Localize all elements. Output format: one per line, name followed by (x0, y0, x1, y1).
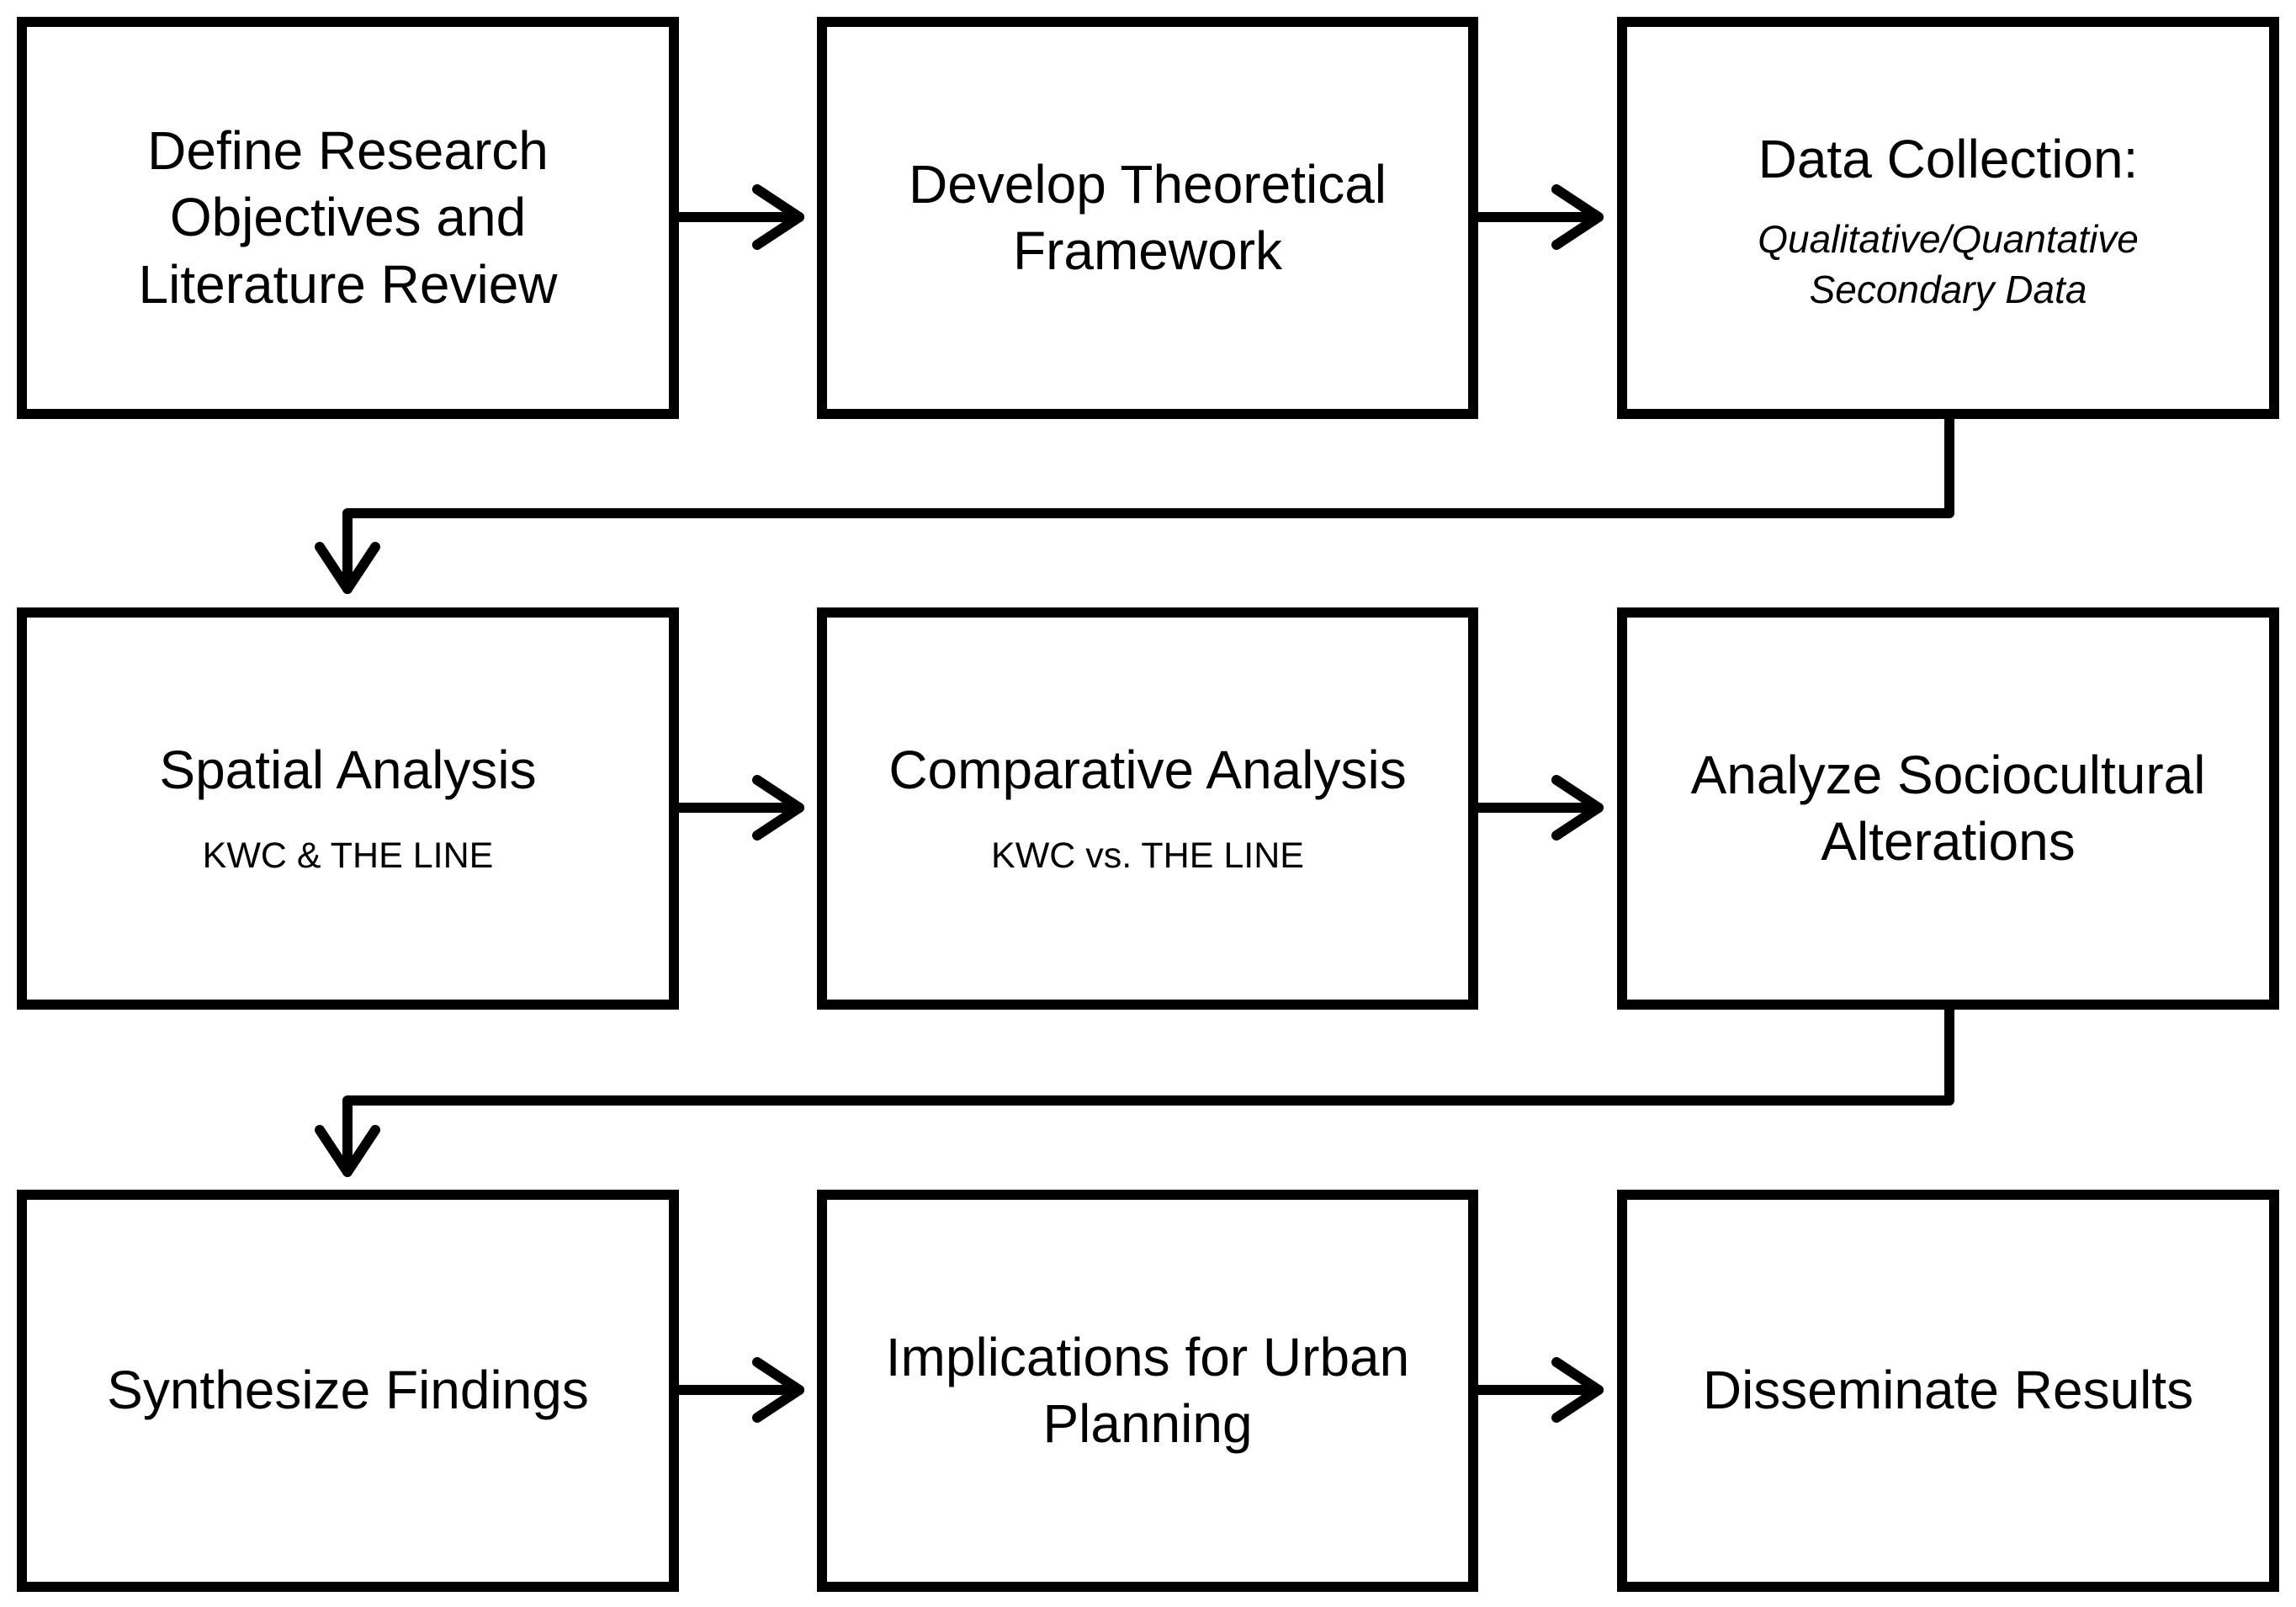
step-title: Define Research Objectives and Literatur… (138, 119, 558, 315)
step-disseminate-results: Disseminate Results (1617, 1190, 2279, 1592)
step-subtitle: KWC & THE LINE (202, 835, 494, 876)
step-implications-for-urban-planning: Implications for Urban Planning (817, 1190, 1478, 1592)
arrow-synthesize-to-implications (672, 1357, 804, 1423)
arrow-comparative-to-sociocultural (1471, 775, 1604, 841)
step-title: Develop Theoretical Framework (908, 153, 1387, 281)
arrow-sociocultural-to-synthesize (315, 1003, 1954, 1177)
arrow-implications-to-disseminate (1471, 1357, 1604, 1423)
step-analyze-sociocultural-alterations: Analyze Sociocultural Alterations (1617, 607, 2279, 1010)
step-subtitle: KWC vs. THE LINE (991, 835, 1304, 876)
subtitle-line: Qualitative/Quantative (1758, 217, 2139, 262)
step-subtitle: Qualitative/Quantative Secondary Data (1758, 215, 2139, 316)
step-define-research-objectives: Define Research Objectives and Literatur… (17, 17, 679, 419)
arrow-framework-to-data (1471, 184, 1604, 250)
step-title: Data Collection: (1758, 129, 2139, 189)
arrow-define-to-framework (672, 184, 804, 250)
arrow-spatial-to-comparative (672, 775, 804, 841)
step-title: Analyze Sociocultural Alterations (1690, 744, 2206, 872)
step-data-collection: Data Collection: Qualitative/Quantative … (1617, 17, 2279, 419)
step-spatial-analysis: Spatial Analysis KWC & THE LINE (17, 607, 679, 1010)
step-title: Implications for Urban Planning (885, 1326, 1410, 1454)
step-title: Disseminate Results (1702, 1360, 2194, 1421)
step-synthesize-findings: Synthesize Findings (17, 1190, 679, 1592)
step-develop-theoretical-framework: Develop Theoretical Framework (817, 17, 1478, 419)
step-title: Synthesize Findings (107, 1360, 589, 1421)
step-comparative-analysis: Comparative Analysis KWC vs. THE LINE (817, 607, 1478, 1010)
subtitle-line: Secondary Data (1809, 268, 2087, 312)
step-title: Comparative Analysis (888, 740, 1407, 801)
arrow-data-to-spatial (315, 414, 1954, 594)
step-title: Spatial Analysis (159, 740, 537, 801)
